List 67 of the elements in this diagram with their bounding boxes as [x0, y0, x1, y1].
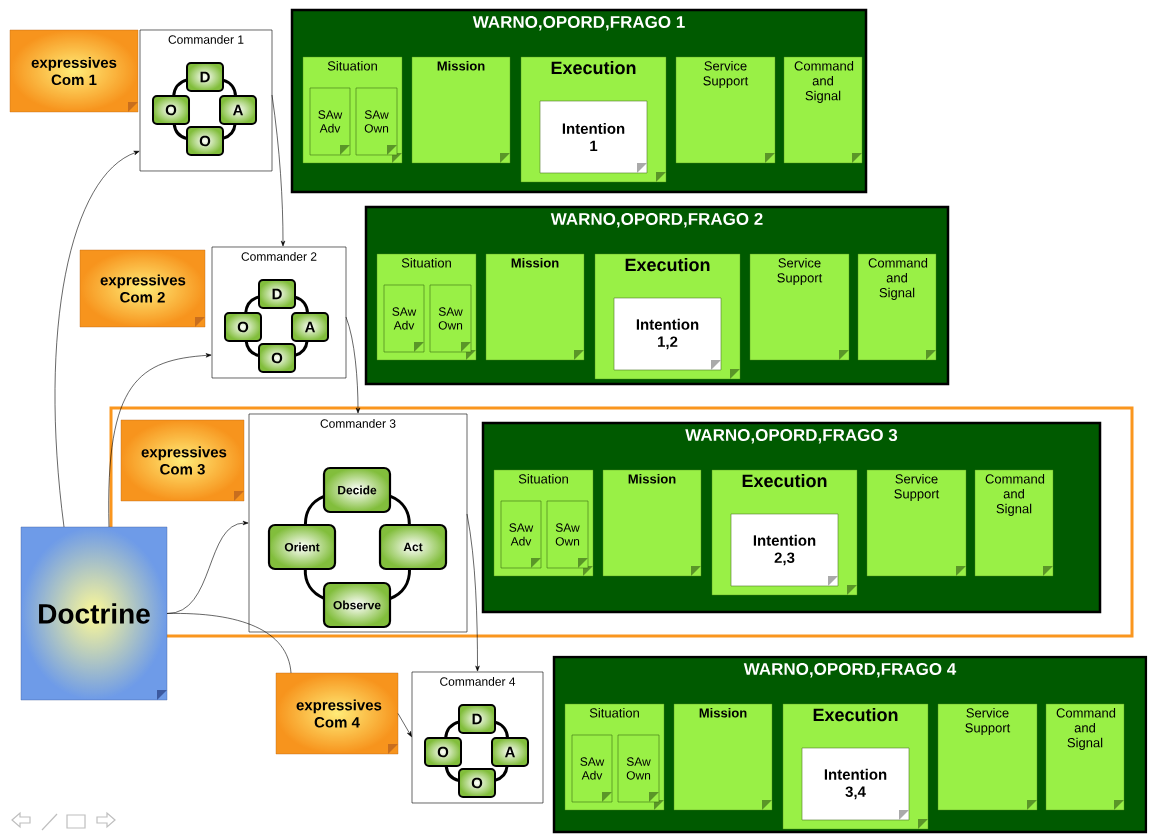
sticky-note: expressives Com 1: [9, 29, 139, 113]
ooda-step-box: A: [291, 312, 329, 342]
cycle-arc: [444, 765, 460, 783]
cycle-arc: [303, 569, 325, 600]
doctrine-document: Doctrine: [20, 526, 168, 701]
arrow: [345, 316, 361, 414]
cycle-arc: [172, 123, 188, 141]
cycle-arc: [389, 494, 411, 526]
ooda-step-box: Observe: [322, 581, 392, 629]
cycle-arc: [304, 495, 325, 525]
paragraph-note: Mission: [673, 703, 773, 811]
paragraph-note: Service Support: [866, 469, 967, 577]
intention-note: Intention 3,4: [801, 747, 910, 821]
paragraph-note: Service Support: [675, 56, 776, 164]
intention-note: Intention 1,2: [613, 297, 722, 371]
paragraph-note: Mission: [411, 56, 511, 164]
ooda-step-box: Decide: [322, 466, 392, 514]
paragraph-note: Mission: [602, 469, 702, 577]
cycle-arc: [444, 720, 460, 739]
ooda-step-box: D: [186, 62, 224, 92]
cycle-arc: [222, 78, 238, 97]
sub-note: SAw Adv: [500, 500, 542, 569]
paragraph-note: Command and Signal: [783, 56, 863, 164]
sub-note: SAw Own: [429, 284, 472, 353]
cycle-arc: [494, 765, 509, 782]
sub-note: SAw Adv: [571, 734, 613, 803]
ooda-step-box: D: [458, 704, 496, 734]
sub-note: SAw Own: [617, 734, 660, 803]
arrow: [108, 353, 212, 528]
sub-note: SAw Own: [546, 500, 589, 569]
paragraph-note: Command and Signal: [974, 469, 1054, 577]
paragraph-note: Command and Signal: [857, 253, 937, 361]
sticky-note: expressives Com 3: [120, 419, 245, 502]
paragraph-note: Command and Signal: [1045, 703, 1125, 811]
cycle-arc: [172, 78, 188, 97]
ooda-step-box: Orient: [267, 523, 337, 571]
ooda-step-box: A: [491, 737, 529, 767]
ooda-step-box: A: [219, 95, 257, 125]
arrow: [397, 713, 412, 737]
sub-note: SAw Own: [355, 87, 398, 156]
cycle-arc: [244, 340, 260, 358]
ooda-step-box: Act: [378, 523, 448, 571]
connector-line: [166, 613, 292, 674]
ooda-step-box: O: [152, 95, 190, 125]
cycle-arc: [244, 295, 260, 314]
sub-note: SAw Adv: [383, 284, 425, 353]
ooda-step-box: D: [258, 279, 296, 309]
paragraph-note: Service Support: [937, 703, 1038, 811]
ooda-step-box: O: [224, 312, 262, 342]
arrow: [54, 150, 140, 528]
intention-note: Intention 2,3: [730, 513, 839, 587]
cycle-arc: [494, 720, 510, 739]
paragraph-note: Service Support: [749, 253, 850, 361]
cycle-arc: [294, 340, 309, 357]
ooda-step-box: O: [186, 126, 224, 156]
cycle-arc: [389, 568, 412, 600]
ooda-step-box: O: [458, 768, 496, 798]
sub-note: SAw Adv: [309, 87, 351, 156]
ooda-step-box: O: [258, 343, 296, 373]
sticky-note: expressives Com 4: [275, 672, 399, 755]
arrow: [271, 94, 286, 247]
cycle-arc: [294, 295, 310, 314]
ooda-step-box: O: [424, 737, 462, 767]
cycle-arc: [222, 123, 237, 140]
paragraph-note: Mission: [485, 253, 585, 361]
intention-note: Intention 1: [539, 100, 648, 174]
sticky-note: expressives Com 2: [79, 249, 206, 328]
